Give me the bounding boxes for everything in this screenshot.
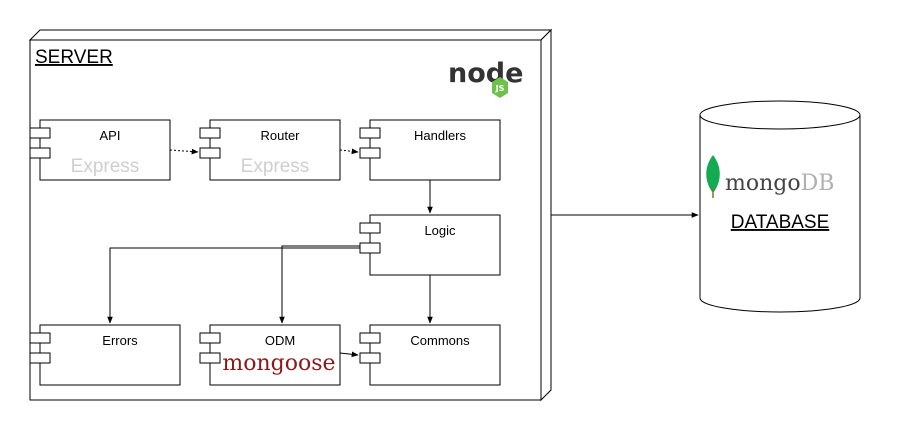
express-logo: Express [241,156,310,177]
component-port-icon [29,147,51,159]
component-port-icon [359,127,381,139]
edge-logic-errors [107,247,360,324]
component-commons[interactable]: Commons [359,324,501,386]
component-port-icon [359,147,381,159]
express-logo: Express [71,156,140,177]
odm-label: ODM [265,333,295,348]
api-label: API [100,128,121,143]
component-port-icon [29,332,51,344]
router-label: Router [260,128,300,143]
edge-api-router [169,148,199,155]
component-port-icon [359,222,381,234]
errors-label: Errors [102,333,138,348]
edge-router-handlers [339,148,359,155]
component-port-icon [199,352,221,364]
component-errors[interactable]: Errors [29,324,181,386]
database-node[interactable]: mongoDB DATABASE [699,100,861,313]
database-title: DATABASE [731,212,830,233]
edge-logic-odm [279,245,360,324]
component-handlers[interactable]: Handlers [359,119,501,181]
logic-label: Logic [424,223,456,238]
component-logic[interactable]: Logic [359,214,501,276]
component-port-icon [359,332,381,344]
component-port-icon [199,147,221,159]
mongodb-leaf-icon [706,155,720,193]
component-port-icon [199,127,221,139]
nodejs-logo: node JS [448,58,523,98]
server-title: SERVER [35,47,113,68]
component-odm[interactable]: ODM mongoose [199,324,341,386]
component-port-icon [29,352,51,364]
edge-odm-commons [339,351,359,358]
nodejs-badge: JS [495,84,505,93]
component-port-icon [359,352,381,364]
mongoose-logo: mongoose [222,351,335,376]
commons-label: Commons [410,333,470,348]
mongodb-logo-mongo: mongo [725,171,801,196]
connectors [107,148,699,358]
component-port-icon [29,127,51,139]
nodejs-hexagon-icon [492,77,508,98]
nodejs-logo-text: node [448,58,523,89]
handlers-label: Handlers [414,128,467,143]
component-router[interactable]: Router Express [199,119,341,181]
component-port-icon [199,332,221,344]
component-api[interactable]: API Express [29,119,171,181]
mongodb-logo-db: DB [801,171,835,196]
mongodb-logo: mongoDB [725,171,834,196]
component-port-icon [359,242,381,254]
